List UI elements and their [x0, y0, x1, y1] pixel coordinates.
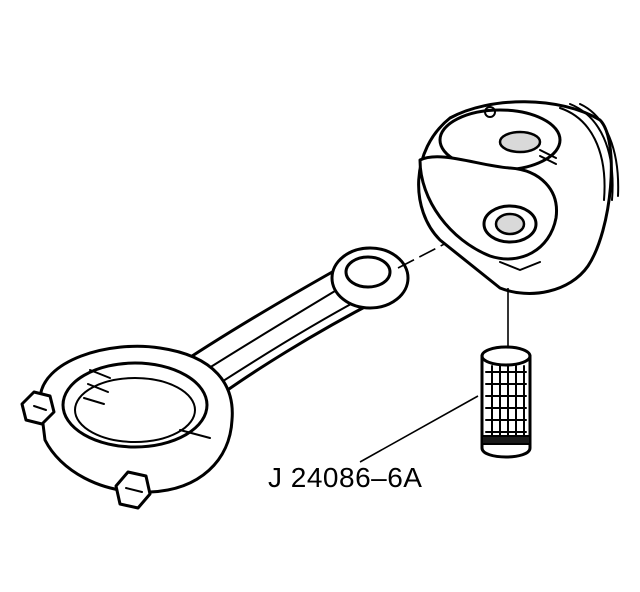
rod-bolt-left [20, 390, 56, 426]
tool-label: J 24086–6A [268, 462, 423, 493]
pin-tool [480, 345, 532, 459]
tool-label-leader [359, 395, 479, 463]
piston [417, 100, 620, 295]
connecting-rod [20, 246, 410, 510]
rod-bolt-bottom [114, 470, 152, 510]
